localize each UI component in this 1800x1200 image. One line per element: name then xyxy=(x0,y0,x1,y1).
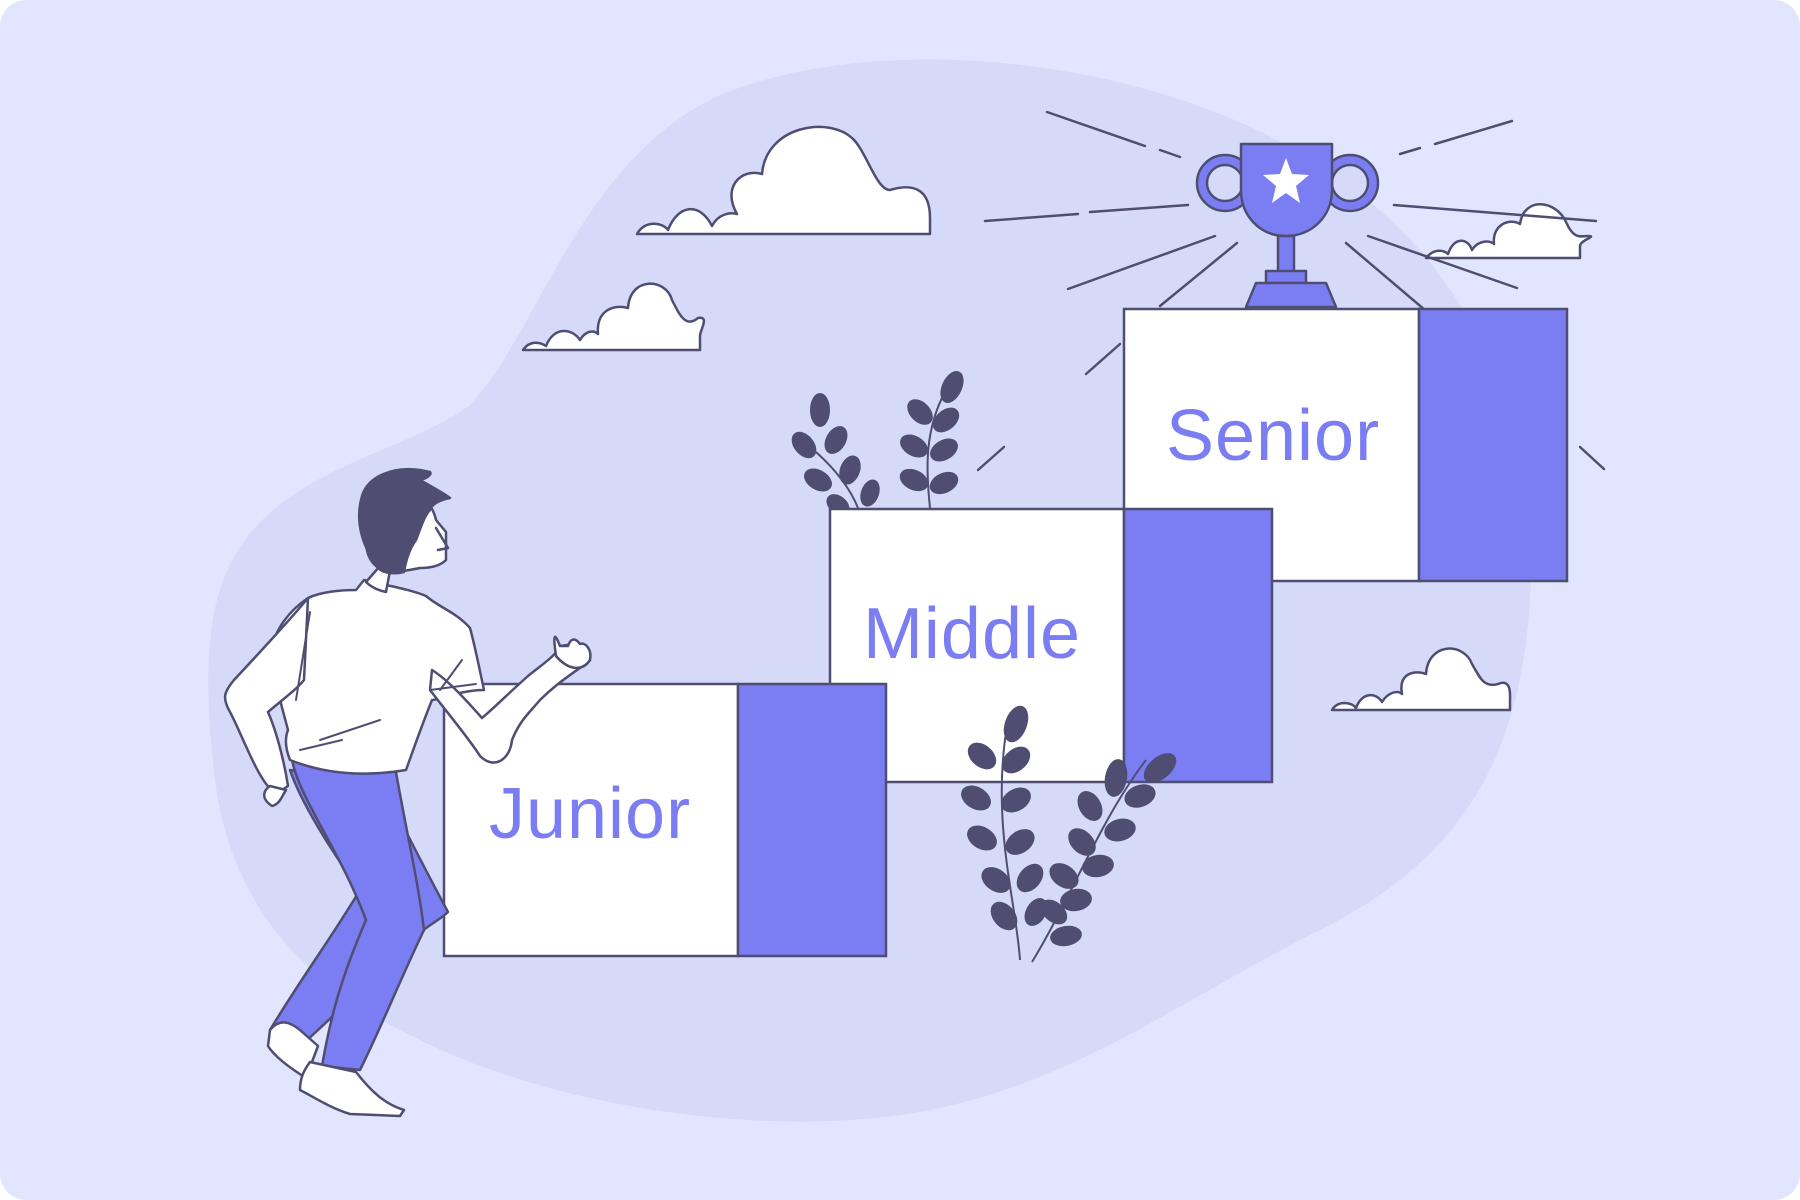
person-back-hand xyxy=(263,784,288,808)
junior-step xyxy=(442,682,888,958)
leaf-branch-icon xyxy=(1031,753,1177,963)
person-front-shoe xyxy=(298,1060,406,1118)
trophy-icon xyxy=(1195,142,1380,309)
person-hair xyxy=(357,467,452,575)
junior-label: Junior xyxy=(489,774,691,854)
leaf-branch-icon xyxy=(961,705,1048,961)
shirt-details xyxy=(295,611,477,751)
cloud-icon xyxy=(1330,647,1512,712)
leaf-branch-icon xyxy=(899,371,964,509)
person-front-fist xyxy=(553,635,592,669)
trophy-rays xyxy=(976,110,1606,472)
cloud-icon xyxy=(635,125,932,236)
senior-label: Senior xyxy=(1166,396,1380,476)
person-figure xyxy=(223,467,592,1118)
cloud-icon xyxy=(521,282,706,352)
star-icon xyxy=(1263,158,1309,203)
middle-label: Middle xyxy=(863,594,1081,674)
leaf-branch-icon xyxy=(791,393,880,516)
